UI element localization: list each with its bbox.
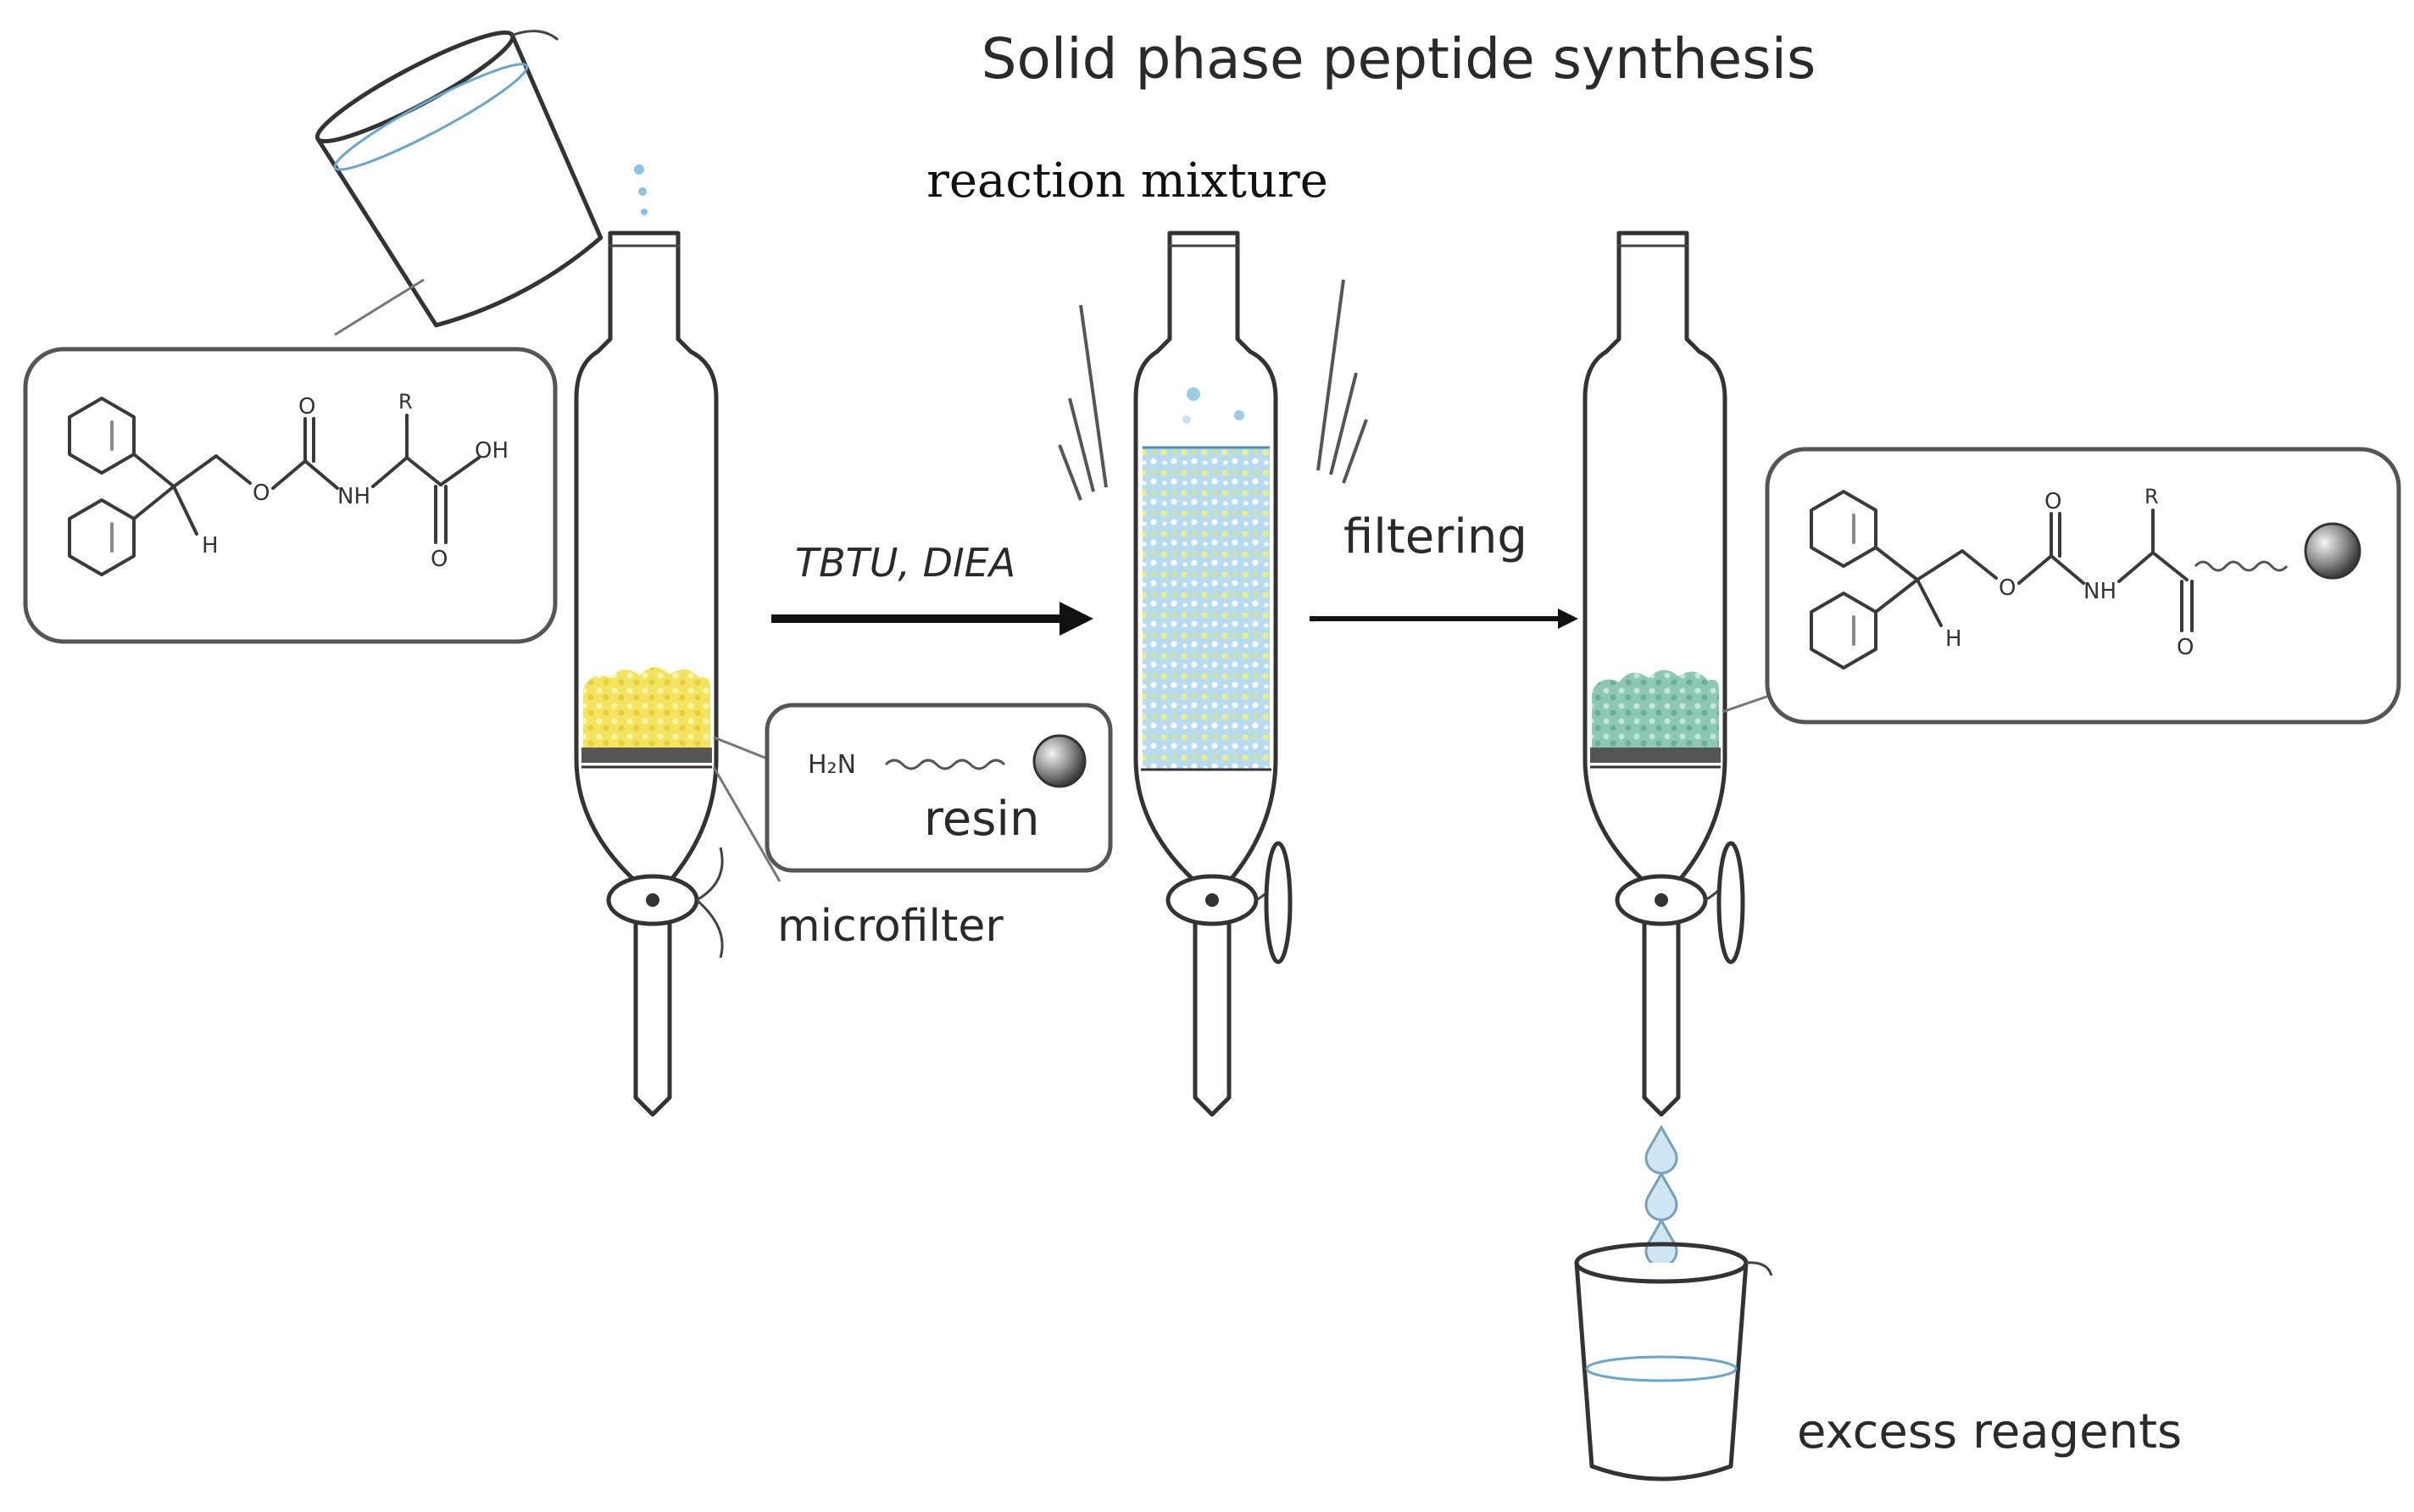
atom-label-o-4: O xyxy=(1999,575,2016,601)
atom-label-o-3: O xyxy=(431,547,448,572)
collection-beaker xyxy=(1574,1242,1773,1481)
fmoc-peptide-resin-structure: H O O NH R O xyxy=(1765,447,2401,725)
pouring-beaker xyxy=(314,30,604,328)
atom-label-oh: OH xyxy=(475,438,509,464)
leader-line-amino-acid xyxy=(334,278,425,336)
leader-line-product xyxy=(1722,693,1772,714)
atom-label-o-5: O xyxy=(2044,489,2061,514)
column-1-resin xyxy=(574,231,724,1117)
excess-reagents-label: excess reagents xyxy=(1797,1404,2182,1459)
diagram-title: Solid phase peptide synthesis xyxy=(982,26,1816,92)
atom-label-nh-1: NH xyxy=(337,484,370,509)
linker-wavy-line-2 xyxy=(2194,560,2289,572)
column-3-filtered xyxy=(1582,231,1745,1117)
atom-label-r-1: R xyxy=(398,390,413,414)
pouring-drops-icon xyxy=(634,164,648,215)
atom-label-o-1: O xyxy=(253,481,270,506)
shake-lines-icon xyxy=(1058,279,1368,501)
filtering-label: filtering xyxy=(1343,509,1527,564)
atom-label-h2n: H₂N xyxy=(808,750,856,780)
product-resin-bead-icon xyxy=(2304,522,2361,580)
atom-label-h-1: H xyxy=(202,533,219,559)
atom-label-h-2: H xyxy=(1945,626,1962,652)
linker-wavy-line xyxy=(884,759,1006,770)
fmoc-amino-acid-structure: H O O NH R OH O xyxy=(23,347,558,644)
reaction-mixture-label: reaction mixture xyxy=(926,153,1328,208)
atom-label-o-6: O xyxy=(2177,635,2194,660)
leader-line-resin xyxy=(713,736,768,760)
leader-line-microfilter xyxy=(712,766,781,882)
resin-bead-icon xyxy=(1032,734,1087,788)
atom-label-nh-2: NH xyxy=(2083,579,2116,604)
resin-structure-box: H₂N resin xyxy=(765,703,1113,873)
atom-label-o-2: O xyxy=(298,394,315,420)
column-2-reaction xyxy=(1133,231,1293,1117)
microfilter-label: microfilter xyxy=(777,901,1004,952)
atom-label-r-2: R xyxy=(2144,485,2159,509)
reagents-label: TBTU, DIEA xyxy=(795,540,1015,586)
resin-label: resin xyxy=(924,792,1039,847)
